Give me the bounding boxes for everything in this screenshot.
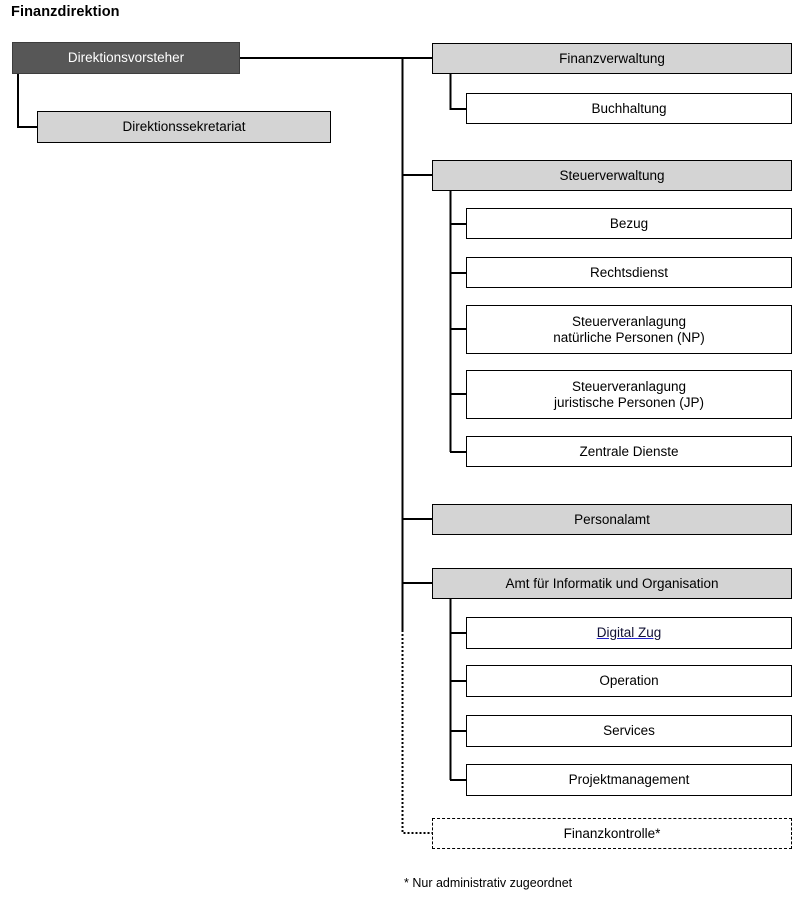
node-label: Rechtsdienst — [589, 264, 669, 280]
node-rechtsdienst[interactable]: Rechtsdienst — [466, 257, 792, 288]
node-direktionsvorsteher[interactable]: Direktionsvorsteher — [12, 42, 240, 74]
node-label: Zentrale Dienste — [579, 443, 679, 459]
node-digital-zug[interactable]: Digital Zug — [466, 617, 792, 649]
dotted-line-finanzkontrolle — [401, 630, 432, 834]
page-title: Finanzdirektion — [11, 4, 120, 20]
node-bezug[interactable]: Bezug — [466, 208, 792, 239]
node-amt-fuer-informatik-und-organisation[interactable]: Amt für Informatik und Organisation — [432, 568, 792, 599]
node-label: Steuerverwaltung — [559, 167, 665, 183]
node-projektmanagement[interactable]: Projektmanagement — [466, 764, 792, 796]
node-label: Bezug — [609, 215, 649, 231]
node-operation[interactable]: Operation — [466, 665, 792, 697]
node-label-link[interactable]: Digital Zug — [596, 625, 662, 640]
node-label: Direktionsvorsteher — [67, 50, 185, 65]
node-steuerveranlagung-jp[interactable]: Steuerveranlagung juristische Personen (… — [466, 370, 792, 419]
node-services[interactable]: Services — [466, 715, 792, 747]
node-label: Finanzkontrolle* — [563, 825, 661, 841]
node-label: Amt für Informatik und Organisation — [505, 575, 719, 591]
node-steuerveranlagung-np[interactable]: Steuerveranlagung natürliche Personen (N… — [466, 305, 792, 354]
node-zentrale-dienste[interactable]: Zentrale Dienste — [466, 436, 792, 467]
node-label: Personalamt — [574, 511, 650, 527]
subtrunk-finanzverwaltung — [449, 73, 466, 110]
node-buchhaltung[interactable]: Buchhaltung — [466, 93, 792, 124]
node-direktionssekretariat[interactable]: Direktionssekretariat — [37, 111, 331, 143]
node-label: Projektmanagement — [568, 772, 690, 787]
node-label: Finanzverwaltung — [559, 50, 665, 66]
node-personalamt[interactable]: Personalamt — [432, 504, 792, 535]
node-label: Services — [603, 723, 655, 738]
line-to-direktionssekretariat — [17, 74, 37, 128]
node-finanzkontrolle[interactable]: Finanzkontrolle* — [432, 818, 792, 849]
node-steuerverwaltung[interactable]: Steuerverwaltung — [432, 160, 792, 191]
node-label: Steuerveranlagung natürliche Personen (N… — [553, 313, 705, 345]
node-finanzverwaltung[interactable]: Finanzverwaltung — [432, 43, 792, 74]
node-label: Operation — [599, 673, 659, 688]
footnote-text: * Nur administrativ zugeordnet — [404, 876, 573, 890]
node-label: Direktionssekretariat — [122, 119, 246, 134]
node-label: Steuerveranlagung juristische Personen (… — [553, 378, 705, 410]
node-label: Buchhaltung — [591, 100, 667, 116]
